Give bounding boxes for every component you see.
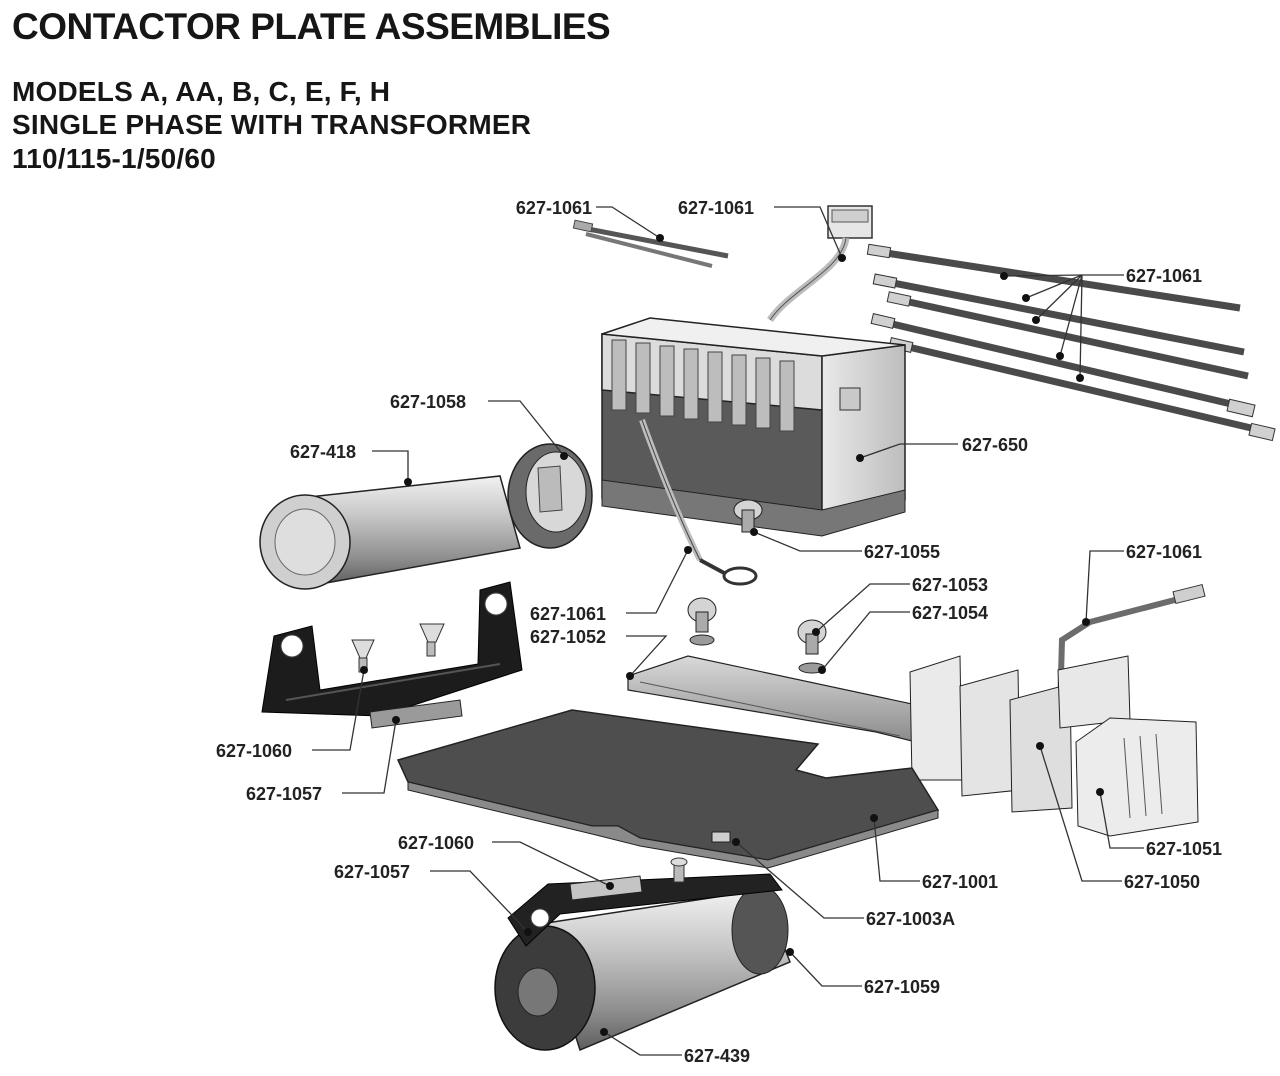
label-wire-plug: 627-1061: [678, 198, 754, 218]
bracket-screws-bottom-part: [670, 857, 688, 883]
label-screw-rail: 627-1053: [912, 575, 988, 595]
voltage-line: 110/115-1/50/60: [12, 143, 216, 174]
label-wire-ring: 627-1061: [530, 604, 606, 624]
start-bracket-part: [261, 581, 523, 717]
terminal-end-cap-part: [1075, 717, 1199, 837]
label-run-capacitor-clamp: 627-1059: [864, 977, 940, 997]
label-terminal-blocks: 627-1050: [1124, 872, 1200, 892]
label-bracket-screw-bottom: 627-1060: [398, 833, 474, 853]
label-run-capacitor: 627-439: [684, 1046, 750, 1066]
page-title: CONTACTOR PLATE ASSEMBLIES: [12, 6, 611, 47]
label-base-plate: 627-1001: [922, 872, 998, 892]
label-wire-bundle: 627-1061: [1126, 266, 1202, 286]
run-capacitor-part: [494, 885, 791, 1052]
label-wire-bent: 627-1061: [1126, 542, 1202, 562]
rail-screws-part: [687, 597, 827, 655]
capacitor-boot-part: [507, 443, 593, 549]
wire-bundle-part: [866, 243, 1276, 442]
bracket-screws-top-part: [351, 623, 445, 673]
label-din-rail: 627-1052: [530, 627, 606, 647]
label-plate-nut: 627-1003A: [866, 909, 955, 929]
callout-labels: 627-1061 627-1061 627-1061 627-1058 627-…: [216, 198, 1222, 1066]
bracket-strip-bottom-part: [569, 875, 643, 901]
leader-lines: [312, 206, 1144, 1056]
plate-nut-part: [711, 831, 731, 843]
label-start-capacitor: 627-418: [290, 442, 356, 462]
label-bracket-strip-top: 627-1057: [246, 784, 322, 804]
label-screw-contactor: 627-1055: [864, 542, 940, 562]
label-wire-small: 627-1061: [516, 198, 592, 218]
label-capacitor-boot: 627-1058: [390, 392, 466, 412]
label-terminal-end-cap: 627-1051: [1146, 839, 1222, 859]
label-washer-rail: 627-1054: [912, 603, 988, 623]
phase-line: SINGLE PHASE WITH TRANSFORMER: [12, 109, 532, 140]
models-line: MODELS A, AA, B, C, E, F, H: [12, 76, 391, 107]
start-capacitor-part: [259, 475, 521, 590]
contactor-screw-part: [733, 499, 763, 533]
base-plate-part: [396, 709, 940, 869]
ring-wire-part: [639, 418, 758, 586]
label-bracket-strip-bottom: 627-1057: [334, 862, 410, 882]
terminal-blocks-part: [909, 655, 1131, 813]
wire-plug-part: [767, 205, 873, 323]
label-bracket-screw-top: 627-1060: [216, 741, 292, 761]
wire-small-part: [572, 219, 729, 268]
label-contactor: 627-650: [962, 435, 1028, 455]
